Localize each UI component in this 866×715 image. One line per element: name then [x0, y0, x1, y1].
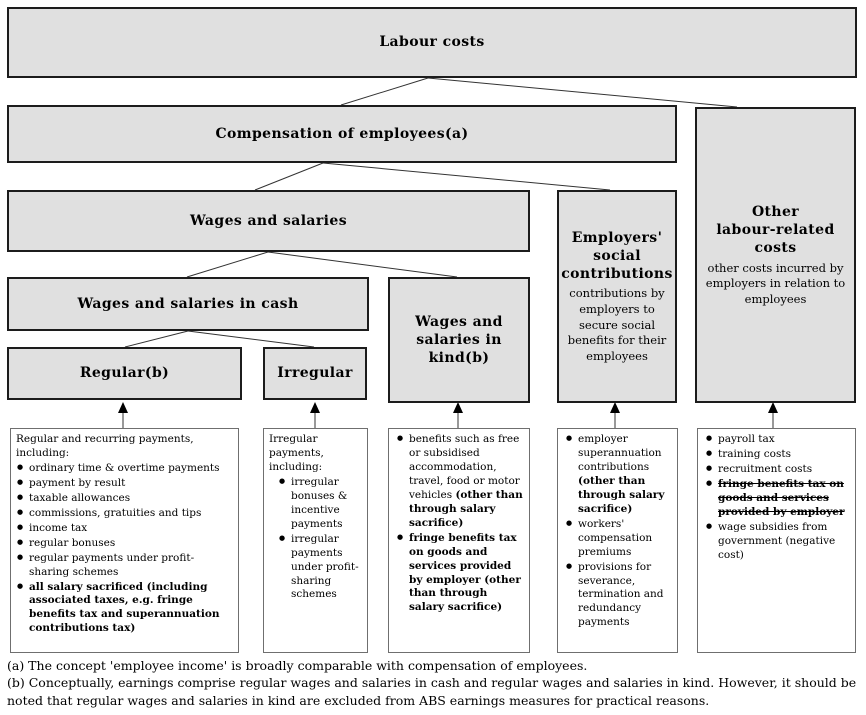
connector-line — [187, 330, 315, 348]
up-arrow-icon — [453, 402, 463, 413]
labour-costs-box: Labour costs — [7, 7, 857, 78]
up-arrow-icon — [610, 402, 620, 413]
detail-irregular-box: Irregular payments, including: irregular… — [263, 428, 368, 653]
box-title: Labour costs — [379, 34, 485, 51]
detail-header: Regular and recurring payments, includin… — [16, 433, 194, 459]
box-title: Wages and salaries in kind(b) — [415, 313, 503, 367]
connector-line — [322, 162, 611, 191]
wages-salaries-box: Wages and salaries — [7, 190, 530, 252]
list-item: ordinary time & overtime payments — [16, 462, 234, 476]
list-item: regular payments under profit-sharing sc… — [16, 552, 234, 580]
footnote-b: (b) Conceptually, earnings comprise regu… — [7, 675, 857, 708]
box-title: Wages and salaries — [190, 212, 347, 229]
box-title: Regular(b) — [79, 365, 170, 382]
box-title: Wages and salaries in cash — [77, 295, 299, 312]
box-title: Employers' social contributions — [561, 229, 673, 283]
irregular-box: Irregular — [263, 347, 367, 400]
employers-social-box: Employers' social contributions contribu… — [557, 190, 677, 403]
list-item: all salary sacrificed (including associa… — [16, 581, 234, 637]
list-item: regular bonuses — [16, 537, 234, 551]
up-arrow-icon — [310, 402, 320, 413]
compensation-box: Compensation of employees(a) — [7, 105, 677, 163]
detail-other-box: payroll taxtraining costsrecruitment cos… — [697, 428, 856, 653]
connector-line — [124, 330, 189, 348]
detail-header: Irregular payments, including: — [269, 433, 324, 473]
detail-list: irregular bonuses & incentive paymentsir… — [269, 476, 363, 603]
footnote-a: (a) The concept 'employee income' is bro… — [7, 658, 588, 673]
box-title: Compensation of employees(a) — [215, 125, 469, 142]
list-item: recruitment costs — [705, 463, 851, 477]
connector-line — [267, 251, 458, 278]
detail-list: ordinary time & overtime paymentspayment… — [16, 462, 234, 636]
other-costs-box: Other labour-related costs other costs i… — [695, 107, 856, 403]
connector-line — [340, 77, 429, 106]
detail-regular-box: Regular and recurring payments, includin… — [10, 428, 239, 653]
list-item: payment by result — [16, 477, 234, 491]
list-item: irregular payments under profit-sharing … — [278, 533, 363, 603]
list-item: taxable allowances — [16, 492, 234, 506]
list-item: commissions, gratuities and tips — [16, 507, 234, 521]
detail-kind-box: benefits such as free or subsidised acco… — [388, 428, 530, 653]
detail-list: payroll taxtraining costsrecruitment cos… — [705, 433, 851, 563]
cash-box: Wages and salaries in cash — [7, 277, 369, 331]
box-subtitle: other costs incurred by employers in rel… — [705, 260, 846, 306]
connector-line — [254, 162, 324, 191]
kind-box: Wages and salaries in kind(b) — [388, 277, 530, 403]
up-arrow-icon — [118, 402, 128, 413]
list-item: employer superannuation contributions (o… — [565, 433, 673, 517]
list-item: training costs — [705, 448, 851, 462]
connector-line — [427, 77, 738, 108]
detail-social-box: employer superannuation contributions (o… — [557, 428, 678, 653]
list-item: payroll tax — [705, 433, 851, 447]
connector-line — [186, 251, 269, 278]
list-item: fringe benefits tax on goods and service… — [396, 532, 525, 616]
box-title: Other labour-related costs — [716, 203, 835, 257]
list-item: benefits such as free or subsidised acco… — [396, 433, 525, 531]
regular-box: Regular(b) — [7, 347, 242, 400]
list-item: wage subsidies from government (negative… — [705, 521, 851, 563]
list-item: income tax — [16, 522, 234, 536]
list-item: irregular bonuses & incentive payments — [278, 476, 363, 532]
box-title: Irregular — [277, 365, 353, 382]
footnotes: (a) The concept 'employee income' is bro… — [7, 657, 860, 709]
list-item: fringe benefits tax on goods and service… — [705, 478, 851, 520]
box-subtitle: contributions by employers to secure soc… — [567, 286, 667, 363]
detail-list: employer superannuation contributions (o… — [565, 433, 673, 630]
list-item: workers' compensation premiums — [565, 518, 673, 560]
detail-list: benefits such as free or subsidised acco… — [396, 433, 525, 615]
list-item: provisions for severance, termination an… — [565, 561, 673, 631]
up-arrow-icon — [768, 402, 778, 413]
